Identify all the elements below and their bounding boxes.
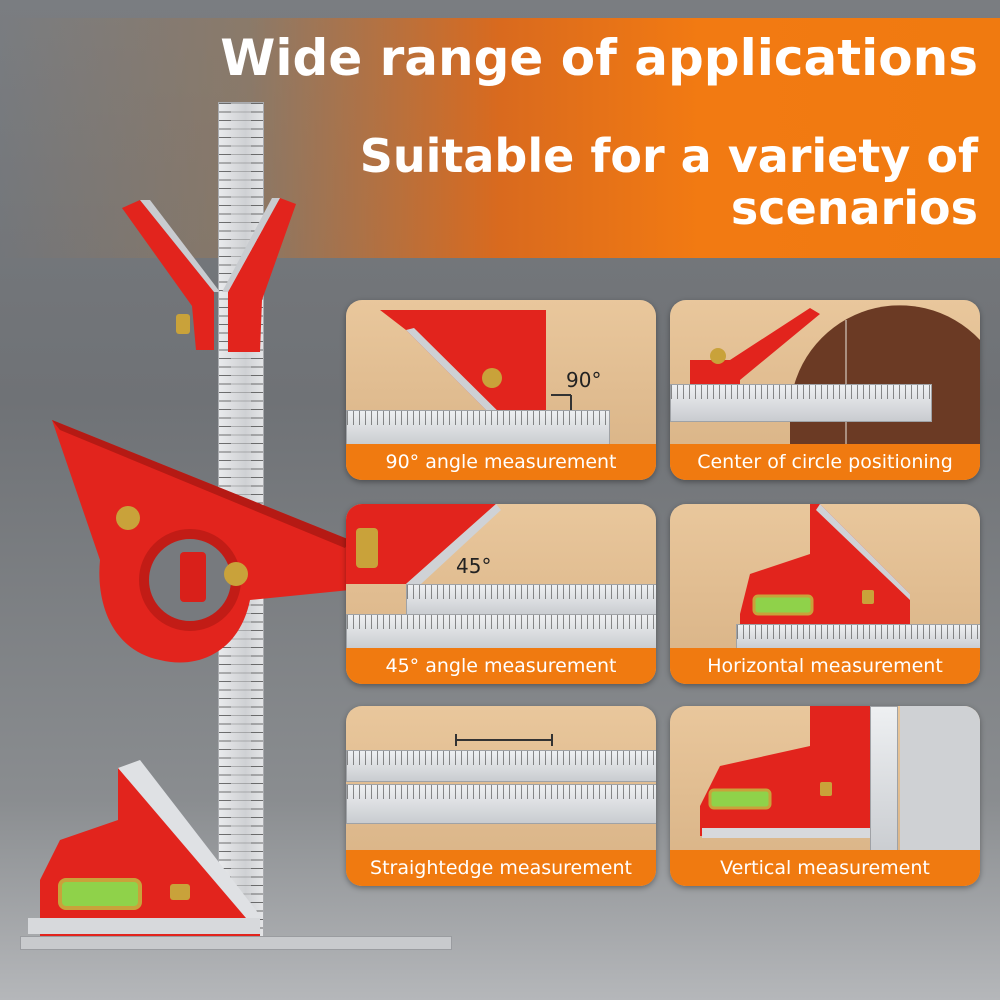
headline-banner bbox=[0, 18, 1000, 258]
angle-label-90: 90° bbox=[566, 368, 602, 392]
caption-vertical: Vertical measurement bbox=[670, 850, 980, 886]
caption-90-angle: 90° angle measurement bbox=[346, 444, 656, 480]
headline-line-1: Wide range of applications bbox=[220, 29, 978, 87]
floor-shelf bbox=[20, 936, 452, 950]
caption-straightedge: Straightedge measurement bbox=[346, 850, 656, 886]
panel-center-circle: Center of circle positioning bbox=[670, 300, 980, 480]
caption-45-angle: 45° angle measurement bbox=[346, 648, 656, 684]
panel-straightedge: Straightedge measurement bbox=[346, 706, 656, 886]
panel-horizontal: Horizontal measurement bbox=[670, 504, 980, 684]
panel-vertical: Vertical measurement bbox=[670, 706, 980, 886]
caption-horizontal: Horizontal measurement bbox=[670, 648, 980, 684]
headline-line-3: scenarios bbox=[730, 181, 978, 235]
protractor-head-icon bbox=[52, 420, 350, 663]
square-head-icon bbox=[24, 760, 262, 936]
panel-90-angle: 90° 90° angle measurement bbox=[346, 300, 656, 480]
caption-center-circle: Center of circle positioning bbox=[670, 444, 980, 480]
angle-label-45: 45° bbox=[456, 554, 492, 578]
center-finder-head-icon bbox=[122, 198, 296, 352]
headline-line-2: Suitable for a variety of bbox=[359, 129, 978, 183]
panel-45-angle: 45° 45° angle measurement bbox=[346, 504, 656, 684]
